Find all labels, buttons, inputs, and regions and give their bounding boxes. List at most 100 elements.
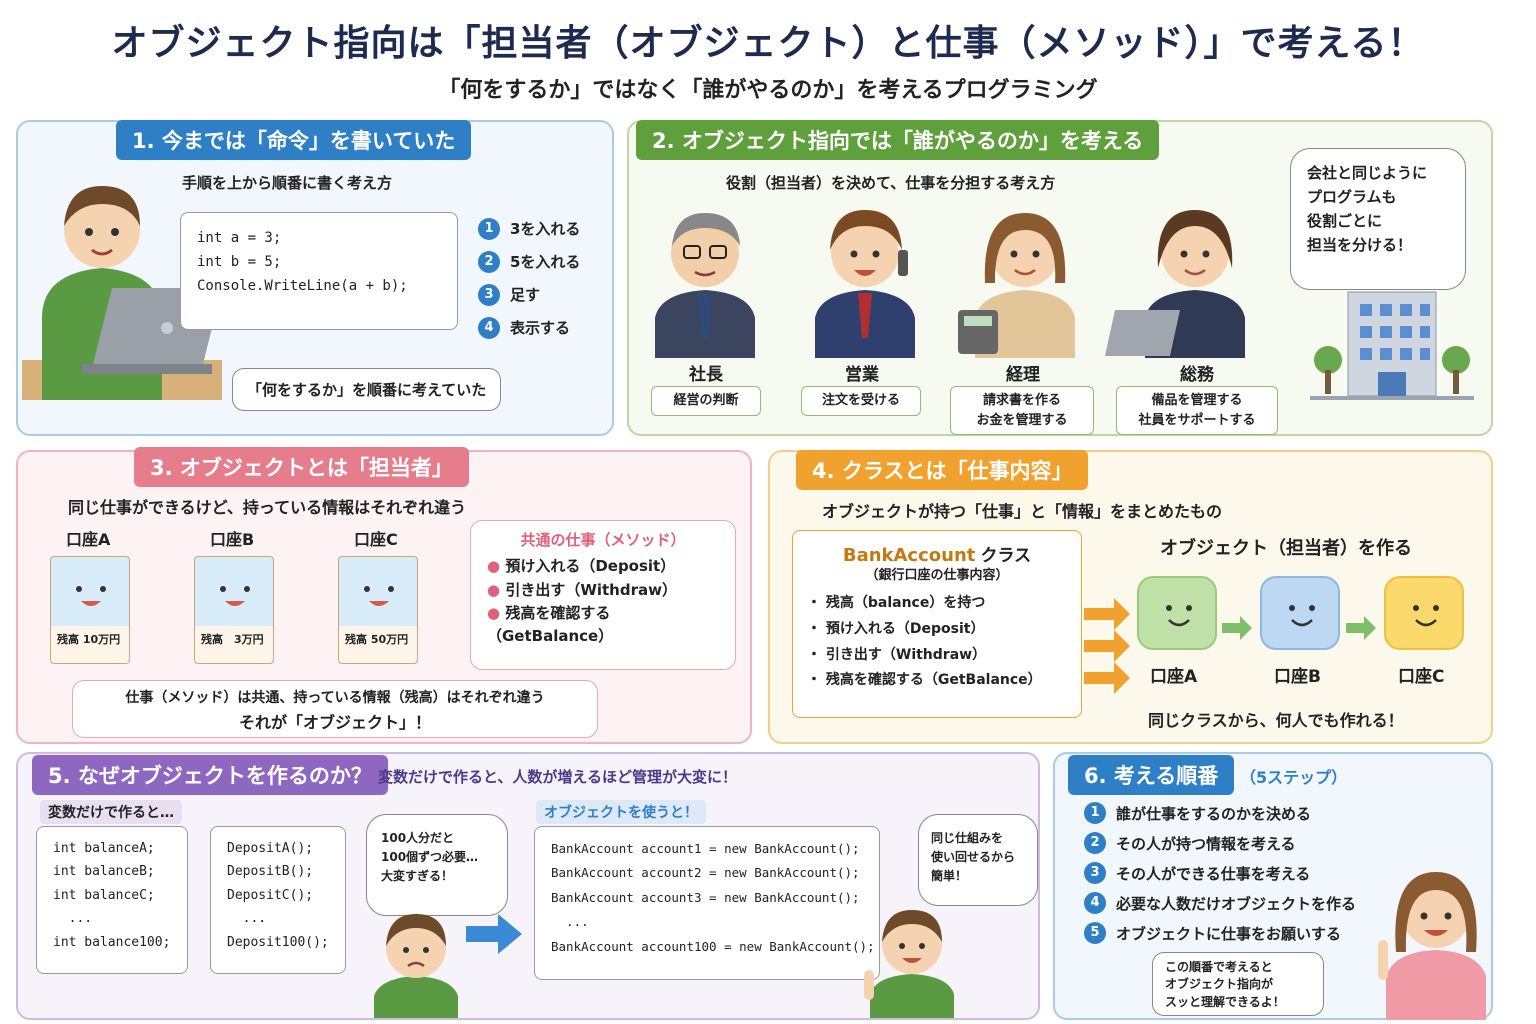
- panel5-heading: 5. なぜオブジェクトを作るのか？: [32, 755, 388, 795]
- role-name: 経理: [1006, 365, 1040, 385]
- object-face: [1260, 576, 1340, 650]
- panel6-sub: （5ステップ）: [1240, 768, 1348, 787]
- role-duty: 請求書を作る お金を管理する: [950, 386, 1094, 435]
- class-item: ・ 残高を確認する（GetBalance）: [807, 672, 1042, 689]
- class-subtitle: （銀行口座の仕事内容）: [865, 568, 1009, 583]
- role-duty: 注文を受ける: [801, 386, 921, 416]
- smile-face-icon: [1413, 605, 1439, 627]
- panel4-heading: 4. クラスとは「仕事内容」: [796, 450, 1089, 490]
- code-line: int balanceB;: [53, 864, 155, 880]
- code-line: ...: [53, 911, 93, 927]
- panel1-description: 手順を上から順番に書く考え方: [182, 174, 393, 192]
- smile-face-icon: [364, 586, 394, 606]
- panel1-heading: 1. 今までは「命令」を書いていた: [116, 120, 472, 160]
- obj-title: オブジェクトを使うと！: [536, 800, 706, 824]
- procedural-code-box: int a = 3; int b = 5; Console.WriteLine(…: [180, 212, 458, 330]
- account-card: 残高 10万円: [50, 556, 130, 664]
- class-item: ・ 預け入れる（Deposit）: [807, 620, 985, 637]
- arrow-right-icon: [466, 914, 522, 954]
- code-line: int balanceC;: [53, 887, 155, 903]
- arrow-right-icon: [1346, 616, 1376, 640]
- role-name: 営業: [845, 365, 879, 385]
- staff-illustrations: [655, 210, 1245, 358]
- vars-title: 変数だけで作ると…: [40, 800, 182, 824]
- account-name: 口座A: [66, 530, 111, 549]
- code-line: BankAccount account1 = new BankAccount()…: [551, 841, 860, 856]
- object-note: 仕事（メソッド）は共通、持っている情報（残高）はそれぞれ違う それが「オブジェク…: [72, 680, 598, 738]
- role-duty: 経営の判断: [651, 386, 761, 416]
- panel3-heading: 3. オブジェクトとは「担当者」: [134, 447, 469, 487]
- role-duty: 備品を管理する 社員をサポートする: [1116, 386, 1278, 435]
- office-building-icon: [1310, 291, 1474, 400]
- worried-boy-illustration: [374, 914, 458, 1018]
- account-balance: 残高 50万円: [345, 633, 409, 646]
- speech-bubble-company: 会社と同じように プログラムも 役割ごとに 担当を分ける！: [1290, 148, 1466, 290]
- page-subtitle: 「何をするか」ではなく「誰がやるのか」を考えるプログラミング: [438, 78, 1098, 103]
- common-methods-box: 共通の仕事（メソッド） ● 預け入れる（Deposit） ● 引き出す（With…: [470, 520, 736, 670]
- speech-bubble-worry: 100人分だと 100個ずつ必要… 大変すぎる！: [366, 814, 508, 916]
- code-line: DepositA();: [227, 841, 314, 856]
- smile-face-icon: [76, 586, 106, 606]
- speech-bubble-procedural: 「何をするか」を順番に考えていた: [232, 368, 502, 411]
- object-face: [1384, 576, 1464, 650]
- speech-bubble-happy: 同じ仕組みを 使い回せるから 簡単！: [918, 814, 1038, 906]
- code-line: int balanceA;: [53, 841, 155, 856]
- panel2-description: 役割（担当者）を決めて、仕事を分担する考え方: [726, 174, 1056, 192]
- object-code-box: BankAccount account1 = new BankAccount()…: [534, 826, 880, 980]
- code-line: int balance100;: [53, 934, 171, 950]
- panel4-description: オブジェクトが持つ「仕事」と「情報」をまとめたもの: [822, 502, 1223, 521]
- functions-code-box: DepositA(); DepositB(); DepositC(); ... …: [210, 826, 346, 974]
- code-line: ...: [227, 911, 267, 927]
- panel5-lead: 変数だけで作ると、人数が増えるほど管理が大変に！: [378, 768, 737, 786]
- account-balance: 残高 3万円: [201, 633, 264, 646]
- role-name: 総務: [1180, 365, 1214, 385]
- class-item: ・ 残高（balance）を持つ: [807, 594, 986, 611]
- note-line: それが「オブジェクト」！: [238, 713, 431, 732]
- account-balance: 残高 10万円: [57, 633, 121, 646]
- class-footer: 同じクラスから、何人でも作れる！: [1148, 711, 1404, 730]
- method-item: ● 残高を確認する （GetBalance）: [487, 604, 614, 645]
- methods-title: 共通の仕事（メソッド）: [520, 531, 686, 549]
- variables-code-box: int balanceA; int balanceB; int balanceC…: [36, 826, 188, 974]
- account-name: 口座C: [354, 530, 398, 549]
- code-line: BankAccount account2 = new BankAccount()…: [551, 865, 860, 881]
- accounting-figure: [958, 213, 1075, 358]
- teacher-illustration: [1378, 872, 1486, 1020]
- panel6-heading: 6. 考える順番: [1068, 755, 1235, 795]
- objects-title: オブジェクト（担当者）を作る: [1160, 538, 1412, 559]
- panel2-heading: 2. オブジェクト指向では「誰がやるのか」を考える: [636, 120, 1160, 160]
- method-item: ● 預け入れる（Deposit）: [487, 557, 676, 575]
- code-line: Console.WriteLine(a + b);: [197, 277, 408, 294]
- account-card: 残高 50万円: [338, 556, 418, 664]
- code-line: int b = 5;: [197, 253, 282, 270]
- object-name: 口座C: [1398, 667, 1445, 687]
- code-line: ...: [551, 914, 589, 930]
- smile-face-icon: [1289, 605, 1315, 627]
- smile-face-icon: [1166, 605, 1192, 627]
- class-definition-box: BankAccount クラス （銀行口座の仕事内容） ・ 残高（balance…: [792, 530, 1082, 718]
- code-line: DepositC();: [227, 887, 314, 903]
- smile-face-icon: [220, 586, 250, 606]
- code-line: BankAccount account3 = new BankAccount()…: [551, 889, 860, 905]
- code-line: DepositB();: [227, 864, 314, 880]
- general-affairs-figure: [1105, 210, 1245, 358]
- speech-bubble-summary: この順番で考えると オブジェクト指向が スッと理解できるよ！: [1152, 952, 1324, 1016]
- class-item: ・ 引き出す（Withdraw）: [807, 646, 987, 663]
- code-line: BankAccount account100 = new BankAccount…: [551, 938, 875, 954]
- code-line: int a = 3;: [197, 230, 282, 246]
- account-card: 残高 3万円: [194, 556, 274, 664]
- method-item: ● 引き出す（Withdraw）: [487, 581, 677, 599]
- role-name: 社長: [689, 365, 723, 385]
- panel3-description: 同じ仕事ができるけど、持っている情報はそれぞれ違う: [68, 498, 467, 517]
